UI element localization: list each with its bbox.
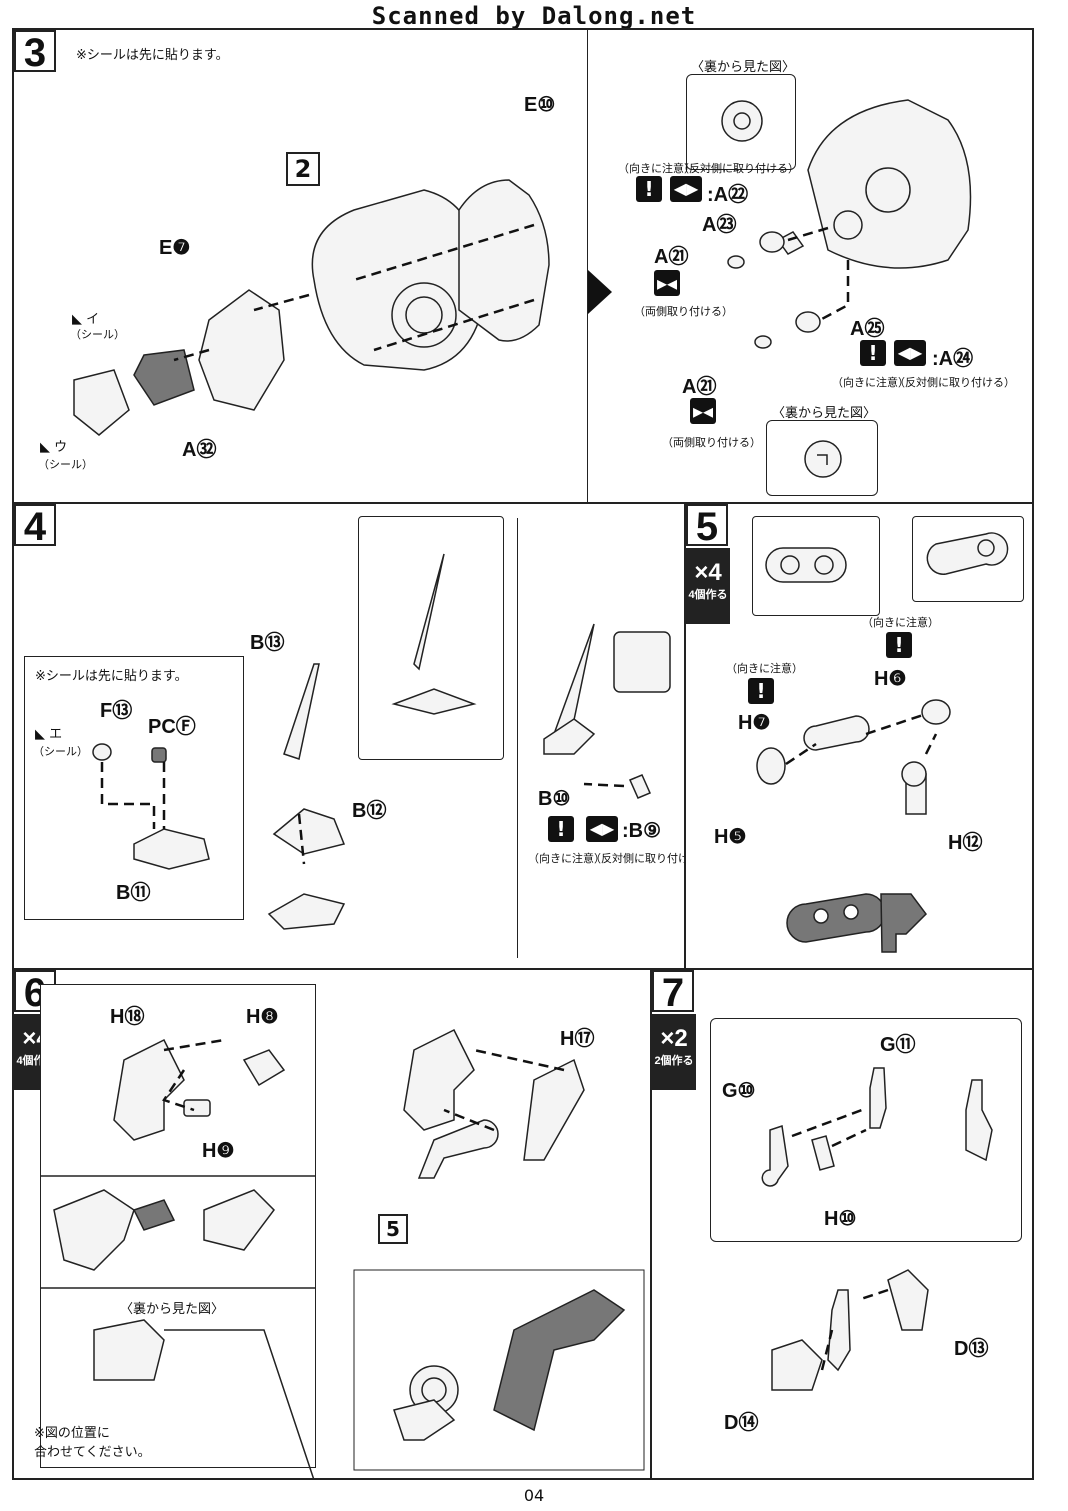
- caution-text: （向きに注意）: [618, 162, 695, 175]
- back-view-box: [766, 420, 878, 496]
- part-label: H❻: [874, 668, 907, 690]
- opposite-side-icon: ◀▶: [670, 176, 702, 202]
- both-sides-icon: ▸◂: [654, 270, 680, 296]
- step-number: 5: [686, 504, 728, 548]
- arm-joint-drawing: [756, 532, 1009, 953]
- part-label: A㉓: [702, 214, 737, 236]
- sticker-detail-box: ※シールは先に貼ります。 ◣ エ （シール）: [24, 656, 244, 920]
- part-label: H⑱: [110, 1006, 145, 1028]
- hand-drawing: [761, 1067, 993, 1391]
- arrow-next: [588, 270, 612, 314]
- caution-icon: !: [748, 678, 774, 704]
- part-label: :A㉔: [932, 348, 974, 370]
- part-label: A㉑: [682, 376, 717, 398]
- both-sides-icon: ▸◂: [690, 398, 716, 424]
- caution-icon: !: [886, 632, 912, 658]
- step-number: 7: [652, 970, 694, 1014]
- step-5-panel: 5 ×4 4個作る （向きに注意） ! H❻ （向きに注意） ! H❼ H❺ H…: [684, 502, 1034, 970]
- opposite-text: （反対側に取り付ける）: [678, 162, 799, 175]
- part-label: B⑩: [538, 788, 571, 810]
- scan-watermark: Scanned by Dalong.net: [371, 2, 697, 30]
- caution-text: （向きに注意）: [832, 376, 909, 389]
- back-view-caption: 〈裏から見た図〉: [772, 406, 877, 421]
- head-assembly-drawing: [73, 179, 550, 436]
- sticker-note: ※シールは先に貼ります。: [76, 48, 229, 63]
- part-label: D⑬: [954, 1338, 989, 1360]
- sticker-e-label: ◣ エ: [35, 727, 63, 742]
- multiplier-badge: ×4 4個作る: [686, 548, 730, 624]
- sticker-text: （シール）: [70, 328, 125, 341]
- both-text: （両側取り付ける）: [662, 436, 761, 449]
- sticker-note: ※シールは先に貼ります。: [35, 669, 188, 684]
- part-label: A㉜: [182, 439, 217, 461]
- page-number: 04: [523, 1486, 545, 1505]
- part-label: A㉑: [654, 246, 689, 268]
- sticker-text: （シール）: [33, 745, 88, 758]
- head-right-drawing: [727, 99, 972, 349]
- step-6-panel: 6 ×4 4個作る H⑱ H❽ H❾ 〈裏から見た図〉 ※図の位置に合わせてくだ…: [12, 968, 652, 1480]
- part-label: :B⑨: [622, 820, 662, 842]
- sticker-u-label: ◣ ウ: [40, 440, 68, 455]
- part-label: E⑩: [524, 94, 556, 116]
- back-view-caption: 〈裏から見た図〉: [691, 60, 796, 75]
- part-label: H❾: [202, 1140, 235, 1162]
- part-label: H⑫: [948, 832, 983, 854]
- caution-icon: !: [636, 176, 662, 202]
- opposite-side-icon: ◀▶: [586, 816, 618, 842]
- part-label: B⑬: [250, 632, 285, 654]
- part-label: A㉕: [850, 318, 885, 340]
- part-label: F⑬: [100, 700, 133, 722]
- back-view-box: [686, 74, 796, 170]
- part-label: B⑪: [116, 882, 151, 904]
- opposite-text: （反対側に取り付ける）: [894, 376, 1015, 389]
- part-label: B⑫: [352, 800, 387, 822]
- part-label: H❼: [738, 712, 771, 734]
- step-number: 3: [14, 30, 56, 74]
- part-label: G⑩: [722, 1080, 756, 1102]
- part-label: G⑪: [880, 1034, 916, 1056]
- sticker-i-label: ◣ イ: [72, 312, 100, 327]
- horn-assembly-drawing: [92, 553, 671, 930]
- opposite-side-icon: ◀▶: [894, 340, 926, 366]
- multiplier-badge: ×2 2個作る: [652, 1014, 696, 1090]
- step-4-panel: 4 ※シールは先に貼ります。 ◣ エ （シール） F⑬ PCⒻ B⑪ B⑬ B⑫…: [12, 502, 686, 970]
- step-3-panel: 3 ※シールは先に貼ります。 E⑩ 2 E❼ A㉜ ◣ イ （シール） ◣ ウ …: [12, 28, 1034, 504]
- caution-text: （向きに注意）: [862, 616, 939, 629]
- divider: [587, 30, 588, 502]
- detail-inset: [358, 516, 504, 760]
- part-label: H⑩: [824, 1208, 857, 1230]
- back-view-drawing: [721, 100, 763, 142]
- part-label: PCⒻ: [148, 716, 196, 738]
- step-7-panel: 7 ×2 2個作る G⑪ G⑩ H⑩ D⑬ D⑭: [650, 968, 1034, 1480]
- part-label: H❺: [714, 826, 747, 848]
- part-label: :A㉒: [707, 184, 749, 206]
- caution-text: （向きに注意）: [528, 852, 605, 865]
- reference-step-box: 2: [286, 152, 320, 186]
- back-view-drawing: [804, 440, 842, 478]
- part-label: E❼: [159, 237, 191, 259]
- shoulder-drawing: [40, 1028, 645, 1478]
- opposite-text: （反対側に取り付ける）: [590, 852, 684, 865]
- step-number: 4: [14, 504, 56, 548]
- caution-icon: !: [860, 340, 886, 366]
- back-view-caption: 〈裏から見た図〉: [120, 1302, 225, 1317]
- divider: [517, 518, 518, 958]
- part-label: D⑭: [724, 1412, 759, 1434]
- part-label: H⑰: [560, 1028, 595, 1050]
- both-text: （両側取り付ける）: [634, 305, 733, 318]
- position-note: ※図の位置に合わせてください。: [34, 1426, 151, 1460]
- caution-text: （向きに注意）: [726, 662, 803, 675]
- caution-icon: !: [548, 816, 574, 842]
- part-label: H❽: [246, 1006, 279, 1028]
- sticker-text: （シール）: [38, 458, 93, 471]
- reference-step-box: 5: [378, 1214, 408, 1244]
